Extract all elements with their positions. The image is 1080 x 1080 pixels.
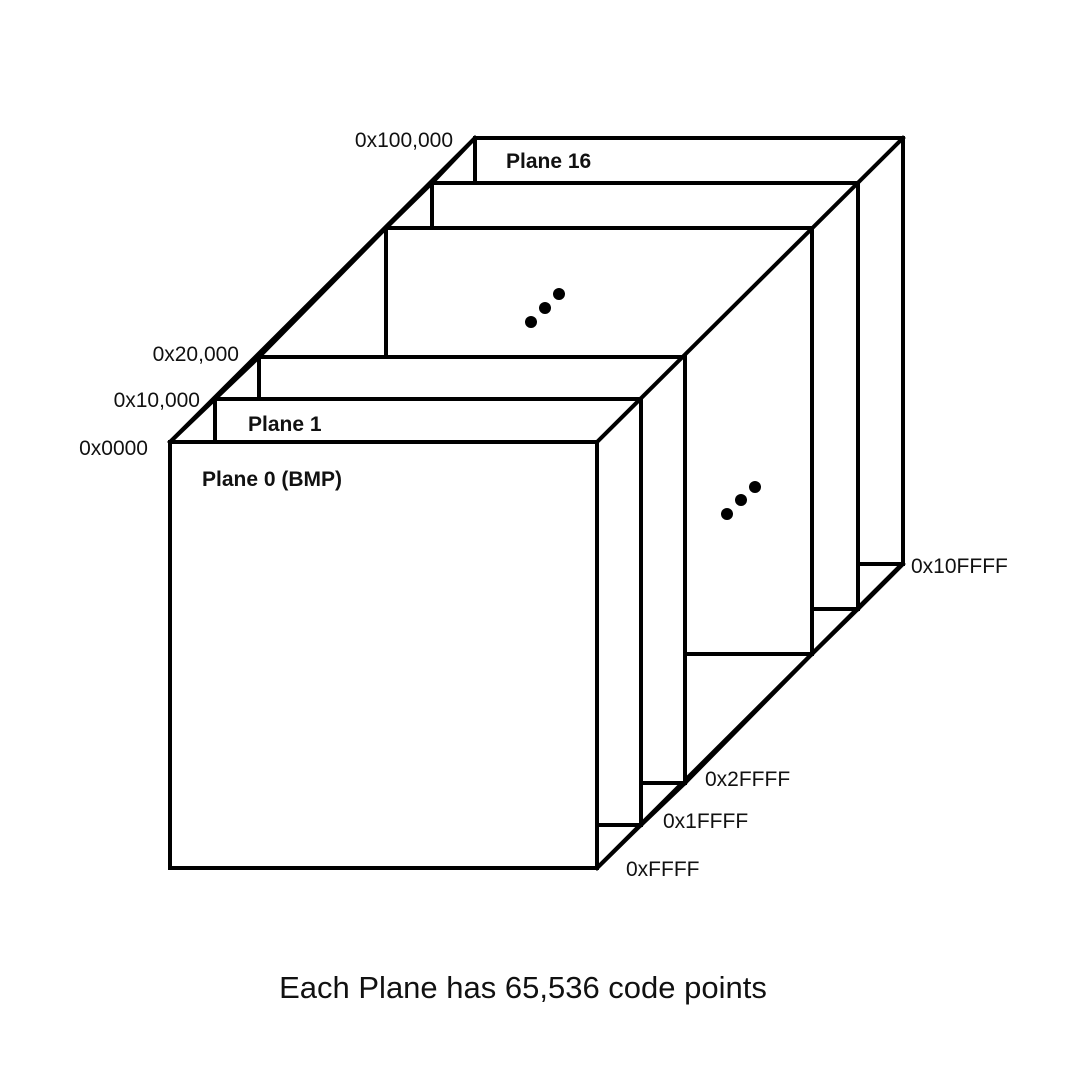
diagram-caption: Each Plane has 65,536 code points — [279, 970, 767, 1005]
plane-0-label: Plane 0 (BMP) — [202, 468, 342, 491]
addr-end-plane-2: 0x2FFFF — [705, 768, 790, 791]
addr-start-plane-0: 0x0000 — [79, 437, 148, 460]
addr-end-plane-16: 0x10FFFF — [911, 555, 1008, 578]
addr-end-plane-1: 0x1FFFF — [663, 810, 748, 833]
addr-start-plane-1: 0x10,000 — [114, 389, 200, 412]
addr-end-plane-0: 0xFFFF — [626, 858, 700, 881]
addr-start-plane-2: 0x20,000 — [153, 343, 239, 366]
depth-edges-front — [167, 135, 906, 871]
addr-start-plane-16: 0x100,000 — [355, 129, 453, 152]
plane-1-label: Plane 1 — [248, 413, 322, 436]
plane-16-label: Plane 16 — [506, 150, 591, 173]
ellipsis-top-icon — [525, 288, 565, 328]
plane-0-panel — [168, 440, 599, 870]
ellipsis-side-icon — [721, 481, 761, 520]
